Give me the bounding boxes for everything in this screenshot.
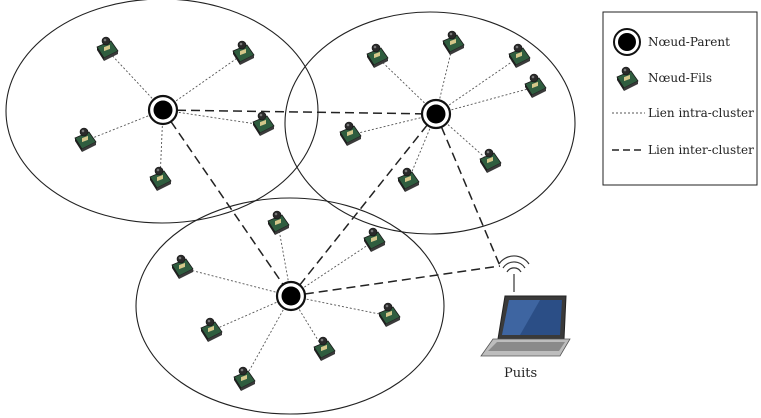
child-node-icon — [378, 302, 401, 327]
cluster-right — [284, 11, 576, 235]
cluster-left — [5, 0, 319, 224]
child-node-icon — [524, 73, 547, 98]
child-node-icon — [267, 210, 290, 235]
sink-laptop: Puits — [480, 255, 571, 381]
child-nodes — [74, 30, 547, 391]
cluster-bottom — [135, 197, 445, 415]
child-node-icon — [171, 254, 194, 279]
child-node-icon — [397, 167, 420, 192]
child-node-icon — [339, 121, 362, 146]
child-node-icon — [616, 66, 639, 91]
child-node-icon — [252, 111, 275, 136]
legend-intra-label: Lien intra-cluster — [648, 106, 754, 120]
child-node-icon — [200, 317, 223, 342]
child-node-icon — [479, 148, 502, 173]
parent-nodes — [147, 94, 452, 312]
sink-label: Puits — [504, 366, 537, 381]
parent-node-icon — [420, 98, 452, 130]
child-node-icon — [313, 336, 336, 361]
child-node-icon — [96, 36, 119, 61]
parent-node-icon — [275, 280, 307, 312]
antenna-icon — [498, 255, 530, 292]
child-node-icon — [363, 227, 386, 252]
child-node-icon — [233, 366, 256, 391]
legend-child-icon — [616, 66, 639, 91]
inter-cluster-links — [162, 109, 501, 297]
child-node-icon — [74, 127, 97, 152]
legend-parent-icon — [613, 28, 641, 56]
legend: Nœud-Parent Nœud-Fils Lien intra-cluster… — [602, 11, 758, 186]
legend-inter-label: Lien inter-cluster — [648, 143, 754, 157]
legend-child-label: Nœud-Fils — [648, 71, 712, 85]
parent-node-icon — [147, 94, 179, 126]
intra-cluster-links — [84, 43, 536, 381]
child-node-icon — [232, 40, 255, 65]
child-node-icon — [366, 43, 389, 68]
laptop-icon — [480, 295, 571, 357]
legend-parent-label: Nœud-Parent — [648, 35, 730, 49]
child-node-icon — [149, 166, 172, 191]
child-node-icon — [508, 43, 531, 68]
clusters — [5, 0, 576, 415]
child-node-icon — [442, 30, 465, 55]
